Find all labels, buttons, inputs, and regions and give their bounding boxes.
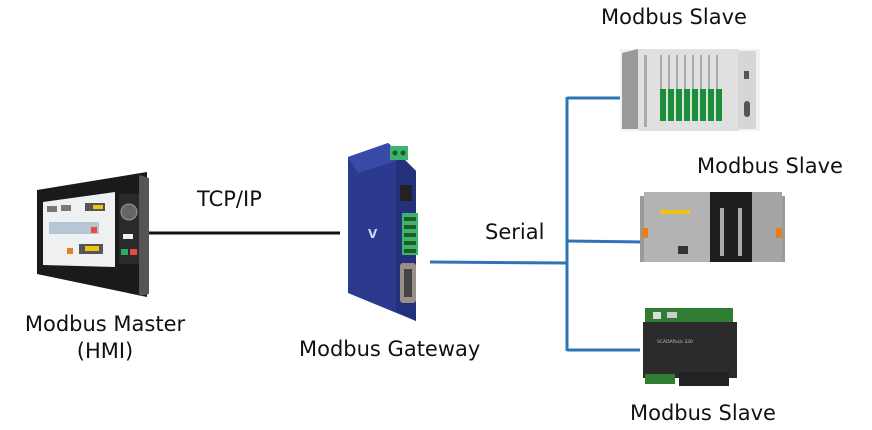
modular-plc-icon bbox=[640, 192, 785, 262]
svg-text:V: V bbox=[368, 227, 378, 241]
master-label: Modbus Master (HMI) bbox=[5, 312, 205, 364]
slave-top-label: Modbus Slave bbox=[601, 5, 747, 29]
hmi-touch-panel-icon bbox=[37, 172, 149, 297]
rack-plc-icon bbox=[620, 49, 760, 131]
serial-link-gateway bbox=[429, 260, 568, 265]
slave-bottom-label: Modbus Slave bbox=[630, 401, 776, 425]
gateway-label: Modbus Gateway bbox=[299, 337, 481, 361]
rtu-model-text: SCADAPack 330 bbox=[657, 339, 693, 345]
master-label-line1: Modbus Master bbox=[24, 312, 186, 336]
serial-label: Serial bbox=[485, 220, 545, 244]
serial-branch-middle bbox=[566, 239, 644, 244]
tcp-ip-label: TCP/IP bbox=[197, 187, 262, 211]
slave-middle-label: Modbus Slave bbox=[697, 154, 843, 178]
master-label-line2: (HMI) bbox=[76, 339, 134, 364]
rtu-controller-icon: SCADAPack 330 bbox=[643, 308, 737, 386]
gateway-device-icon: V bbox=[348, 143, 418, 321]
